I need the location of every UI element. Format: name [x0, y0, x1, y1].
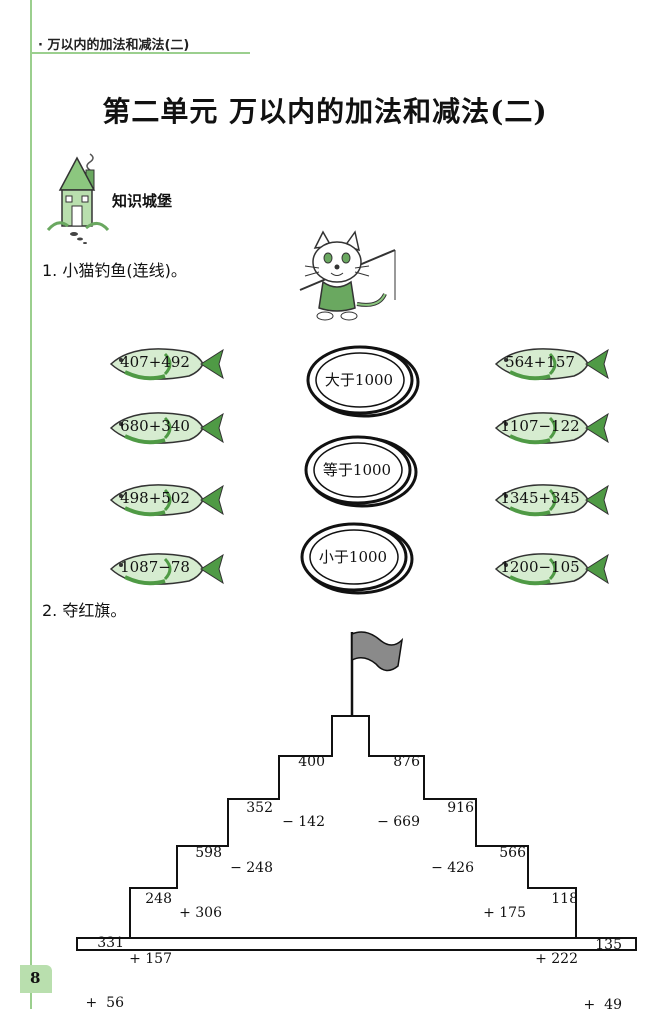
calc-right-2: 916 − 426 — [431, 800, 474, 876]
calc-right-4: 118 + 222 — [535, 891, 578, 967]
fish-left-1[interactable]: 407+492 — [105, 340, 225, 388]
fish-right-1[interactable]: 564+157 — [490, 340, 610, 388]
fish-expression: 564+157 — [505, 353, 575, 371]
cat-illustration — [299, 230, 396, 321]
coin-label: 大于1000 — [324, 371, 394, 389]
page-number: 8 — [30, 969, 41, 987]
fish-right-3[interactable]: 1345+345 — [490, 476, 610, 524]
castle-icon — [46, 153, 110, 244]
fish-icon — [494, 553, 609, 586]
fish-right-2[interactable]: 1107−122 — [490, 404, 610, 452]
fish-left-4[interactable]: 1087−78 — [105, 545, 225, 593]
calc-left-4: 352 − 248 — [230, 800, 273, 876]
page-number-tab: 8 — [20, 965, 52, 993]
fish-right-4[interactable]: 1200−105 — [490, 545, 610, 593]
section-title: 知识城堡 — [112, 192, 173, 210]
margin-line — [30, 0, 32, 1009]
fish-expression: 1107−122 — [500, 417, 580, 435]
fish-expression: 1200−105 — [500, 558, 580, 576]
coin-icon — [306, 345, 420, 418]
calc-right-1: 876 − 669 — [377, 754, 420, 830]
fish-expression: 680+340 — [120, 417, 190, 435]
fish-icon — [494, 412, 609, 445]
coin-icon — [300, 522, 414, 595]
fish-expression: 1087−78 — [120, 558, 190, 576]
coin-equal-to[interactable]: 等于1000 — [300, 430, 420, 510]
fish-expression: 498+502 — [120, 489, 190, 507]
flag-icon — [351, 631, 404, 672]
calc-left-5: 400 − 142 — [282, 754, 325, 830]
staircase-base — [76, 937, 637, 951]
calc-right-3: 566 + 175 — [483, 845, 526, 921]
fish-expression: 1345+345 — [500, 489, 580, 507]
fish-left-3[interactable]: 498+502 — [105, 476, 225, 524]
question-2-label: 2. 夺红旗。 — [42, 601, 127, 620]
calc-left-1: 331 + 56 — [85, 935, 124, 1009]
calc-left-3: 598 + 306 — [179, 845, 222, 921]
header-rule — [30, 52, 250, 54]
coin-label: 小于1000 — [318, 548, 388, 566]
fish-icon — [109, 412, 224, 445]
coin-less-than[interactable]: 小于1000 — [296, 517, 416, 597]
fish-icon — [494, 348, 609, 381]
running-header: · 万以内的加法和减法(二) — [38, 38, 190, 53]
fish-icon — [109, 553, 224, 586]
question-1-label: 1. 小猫钓鱼(连线)。 — [42, 261, 187, 280]
calc-right-5: 135 + 49 — [583, 937, 622, 1009]
fish-icon — [494, 484, 609, 517]
fish-icon — [109, 348, 224, 381]
fish-expression: 407+492 — [120, 353, 190, 371]
coin-icon — [304, 435, 418, 508]
page-title: 第二单元 万以内的加法和减法(二) — [102, 95, 548, 128]
coin-label: 等于1000 — [322, 461, 392, 479]
fish-left-2[interactable]: 680+340 — [105, 404, 225, 452]
calc-left-2: 248 + 157 — [129, 891, 172, 967]
fish-icon — [109, 484, 224, 517]
coin-greater-than[interactable]: 大于1000 — [302, 340, 422, 420]
